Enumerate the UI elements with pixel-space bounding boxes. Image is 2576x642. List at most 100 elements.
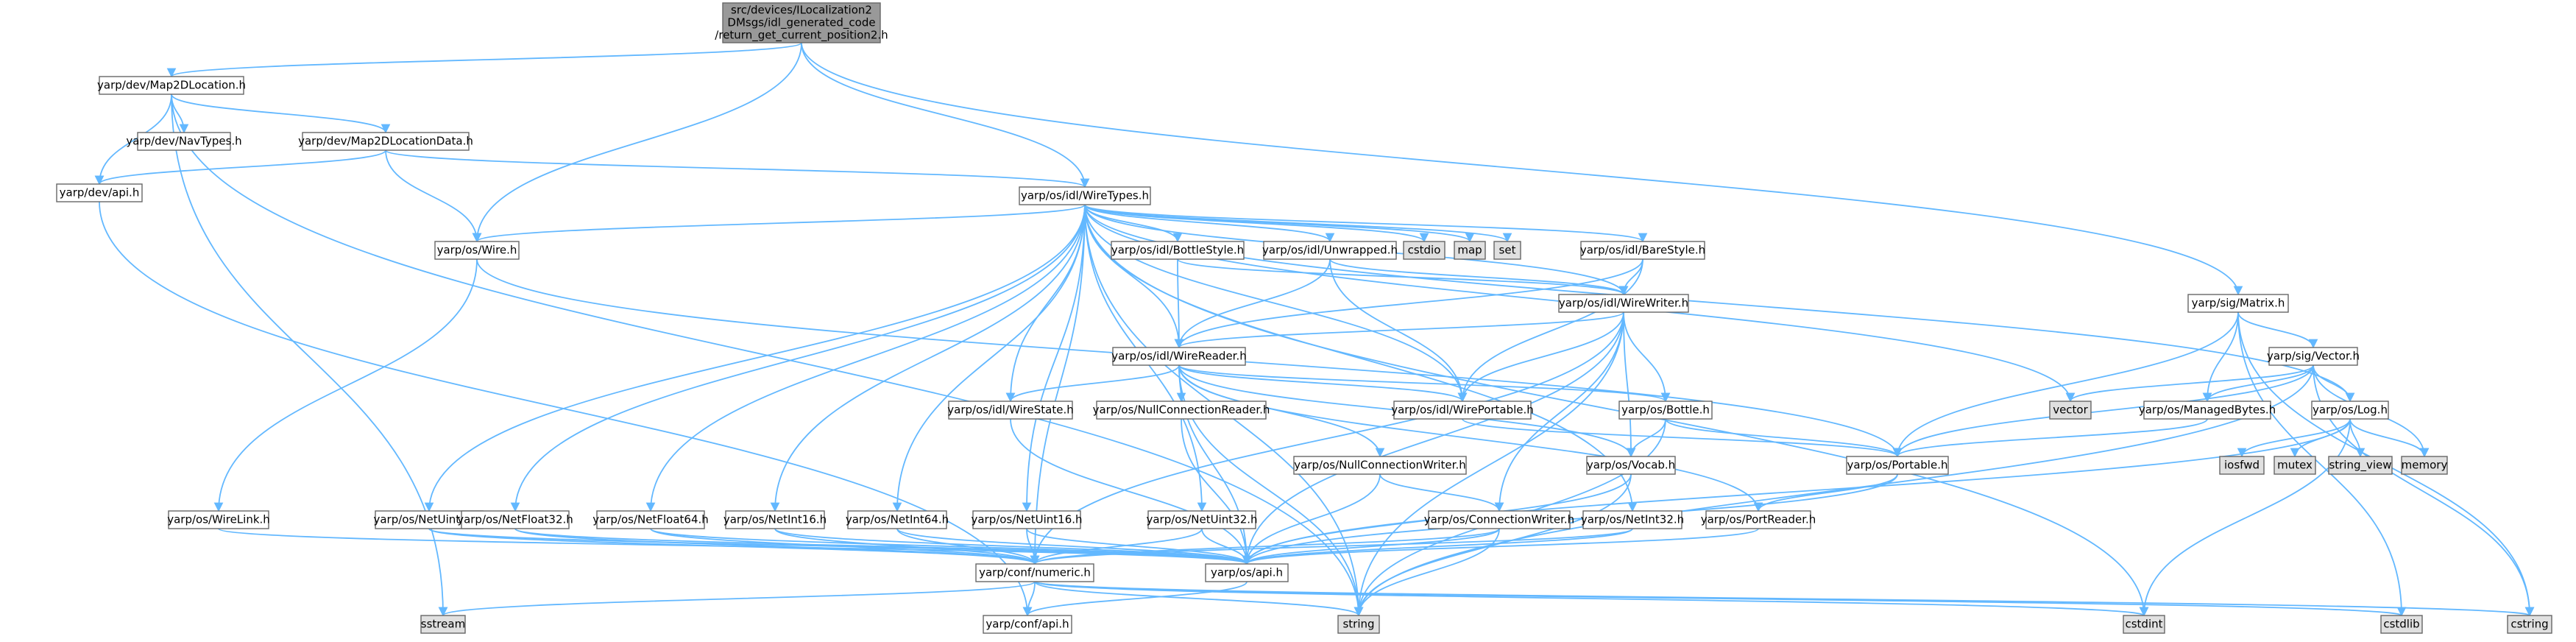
node-bottlestyle[interactable]: yarp/os/idl/BottleStyle.h	[1111, 241, 1245, 260]
node-sigvector[interactable]: yarp/sig/Vector.h	[2267, 347, 2360, 366]
edge-wirewriter-to-bottle	[1623, 311, 1671, 403]
node-box-sigvector	[2268, 347, 2358, 366]
edge-osapi-to-confapi	[1022, 581, 1248, 617]
node-label-navtypes: yarp/dev/NavTypes.h	[126, 135, 241, 148]
node-netint32[interactable]: yarp/os/NetInt32.h	[1581, 510, 1684, 529]
edge-map2dlocation-to-map2dlocationdata	[171, 94, 391, 134]
node-label-wiretypes: yarp/os/idl/WireTypes.h	[1021, 189, 1149, 202]
edge-sigvector-to-managedbytes	[2202, 364, 2314, 403]
node-box-cstring	[2507, 615, 2552, 634]
edge-map2dlocation-to-string	[171, 94, 1364, 617]
node-sstream: sstream	[420, 615, 466, 634]
node-label-netuint64: yarp/os/NetUint64.h	[373, 513, 484, 526]
node-bottle[interactable]: yarp/os/Bottle.h	[1618, 401, 1713, 420]
edge-wirewriter-to-wireportable	[1457, 311, 1624, 403]
node-label-map2dlocationdata: yarp/dev/Map2DLocationData.h	[298, 135, 473, 148]
node-label-netint64: yarp/os/NetInt64.h	[846, 513, 949, 526]
edge-netint64-to-osapi	[896, 528, 1252, 565]
edge-map2dlocationdata-to-devapi	[94, 149, 386, 186]
node-wirewriter[interactable]: yarp/os/idl/WireWriter.h	[1558, 294, 1689, 313]
node-map2dlocationdata[interactable]: yarp/dev/Map2DLocationData.h	[298, 132, 473, 151]
node-label-root-2: /return_get_current_position2.h	[715, 29, 888, 43]
node-managedbytes[interactable]: yarp/os/ManagedBytes.h	[2139, 401, 2276, 420]
edge-matrix-to-cstdlib	[2237, 311, 2407, 617]
edge-netint64-to-numeric	[896, 528, 1040, 565]
node-netuint32[interactable]: yarp/os/NetUint32.h	[1146, 510, 1258, 529]
edge-log-to-iosfwd	[2237, 418, 2351, 458]
edge-wirereader-to-osapi	[1178, 364, 1252, 565]
edge-bottle-to-portable	[1665, 418, 1903, 458]
node-box-numeric	[975, 563, 1094, 582]
node-matrix[interactable]: yarp/sig/Matrix.h	[2187, 294, 2289, 313]
node-label-memory: memory	[2402, 459, 2448, 472]
edge-netint32-to-osapi	[1242, 528, 1633, 565]
node-label-mutex: mutex	[2277, 459, 2313, 472]
node-wiretypes[interactable]: yarp/os/idl/WireTypes.h	[1019, 186, 1151, 205]
node-portreader[interactable]: yarp/os/PortReader.h	[1701, 510, 1816, 529]
node-cstdint: cstdint	[2123, 615, 2165, 634]
node-osapi[interactable]: yarp/os/api.h	[1205, 563, 1289, 582]
node-label-netint16: yarp/os/NetInt16.h	[723, 513, 827, 526]
edge-sigvector-to-vector	[2065, 364, 2314, 403]
node-connwriter[interactable]: yarp/os/ConnectionWriter.h	[1424, 510, 1574, 529]
node-box-connwriter	[1428, 510, 1571, 529]
node-box-portreader	[1705, 510, 1811, 529]
edge-wiretypes-to-wirereader	[1084, 204, 1184, 349]
edge-map2dlocationdata-to-wiretypes	[385, 149, 1089, 188]
edge-unwrapped-to-wirereader	[1174, 258, 1331, 349]
node-cstring: cstring	[2507, 615, 2552, 634]
node-log[interactable]: yarp/os/Log.h	[2311, 401, 2389, 420]
node-wireportable[interactable]: yarp/os/idl/WirePortable.h	[1391, 401, 1534, 420]
node-label-barestyle: yarp/os/idl/BareStyle.h	[1580, 244, 1705, 257]
node-map2dlocation[interactable]: yarp/dev/Map2DLocation.h	[97, 76, 246, 95]
node-netfloat32[interactable]: yarp/os/NetFloat32.h	[457, 510, 573, 529]
node-box-map2dlocationdata	[302, 132, 470, 151]
node-portable[interactable]: yarp/os/Portable.h	[1846, 456, 1949, 475]
node-box-iosfwd	[2219, 456, 2265, 475]
edge-netfloat32-to-numeric	[514, 528, 1039, 565]
node-unwrapped[interactable]: yarp/os/idl/Unwrapped.h	[1262, 241, 1398, 260]
node-box-map2dlocation	[99, 76, 244, 95]
node-label-cstdio: cstdio	[1408, 244, 1441, 257]
node-box-string	[1337, 615, 1380, 634]
node-box-bottle	[1618, 401, 1713, 420]
node-string: string	[1337, 615, 1380, 634]
node-box-netint64	[847, 510, 947, 529]
node-label-matrix: yarp/sig/Matrix.h	[2192, 297, 2285, 310]
edge-netint16-to-osapi	[774, 528, 1251, 565]
node-root[interactable]: src/devices/ILocalization2DMsgs/idl_gene…	[715, 2, 888, 43]
edge-nullconnreader-to-osapi	[1181, 418, 1252, 565]
node-wirereader[interactable]: yarp/os/idl/WireReader.h	[1111, 347, 1247, 366]
node-label-log: yarp/os/Log.h	[2313, 403, 2388, 417]
node-box-vocab	[1586, 456, 1676, 475]
node-netint64[interactable]: yarp/os/NetInt64.h	[846, 510, 949, 529]
node-label-root-1: DMsgs/idl_generated_code	[727, 16, 875, 30]
node-netint16[interactable]: yarp/os/NetInt16.h	[723, 510, 827, 529]
node-label-vocab: yarp/os/Vocab.h	[1587, 459, 1675, 472]
node-wire[interactable]: yarp/os/Wire.h	[434, 241, 520, 260]
node-numeric[interactable]: yarp/conf/numeric.h	[975, 563, 1094, 582]
edge-wirereader-to-wireportable	[1178, 364, 1468, 403]
node-vocab[interactable]: yarp/os/Vocab.h	[1586, 456, 1676, 475]
node-box-netint16	[725, 510, 825, 529]
node-box-cstdlib	[2380, 615, 2423, 634]
node-barestyle[interactable]: yarp/os/idl/BareStyle.h	[1580, 241, 1705, 260]
node-nullconnwriter[interactable]: yarp/os/NullConnectionWriter.h	[1293, 456, 1467, 475]
node-wirestate[interactable]: yarp/os/idl/WireState.h	[947, 401, 1074, 420]
node-label-sigvector: yarp/sig/Vector.h	[2267, 350, 2360, 363]
edge-wiretypes-to-wire	[473, 204, 1086, 243]
node-netuint16[interactable]: yarp/os/NetUint16.h	[971, 510, 1083, 529]
node-box-portable	[1846, 456, 1949, 475]
edge-netfloat64-to-numeric	[650, 528, 1040, 565]
node-nullconnreader[interactable]: yarp/os/NullConnectionReader.h	[1093, 401, 1270, 420]
node-navtypes[interactable]: yarp/dev/NavTypes.h	[126, 132, 242, 151]
node-confapi[interactable]: yarp/conf/api.h	[983, 615, 1072, 634]
node-devapi[interactable]: yarp/dev/api.h	[56, 183, 143, 202]
node-box-sstream	[420, 615, 466, 634]
node-label-wirestate: yarp/os/idl/WireState.h	[947, 403, 1073, 417]
edge-portable-to-portreader	[1753, 473, 1898, 512]
node-wirelink[interactable]: yarp/os/WireLink.h	[167, 510, 270, 529]
node-netfloat64[interactable]: yarp/os/NetFloat64.h	[592, 510, 709, 529]
edge-wiretypes-to-netfloat64	[645, 204, 1086, 512]
node-box-wirereader	[1112, 347, 1246, 366]
